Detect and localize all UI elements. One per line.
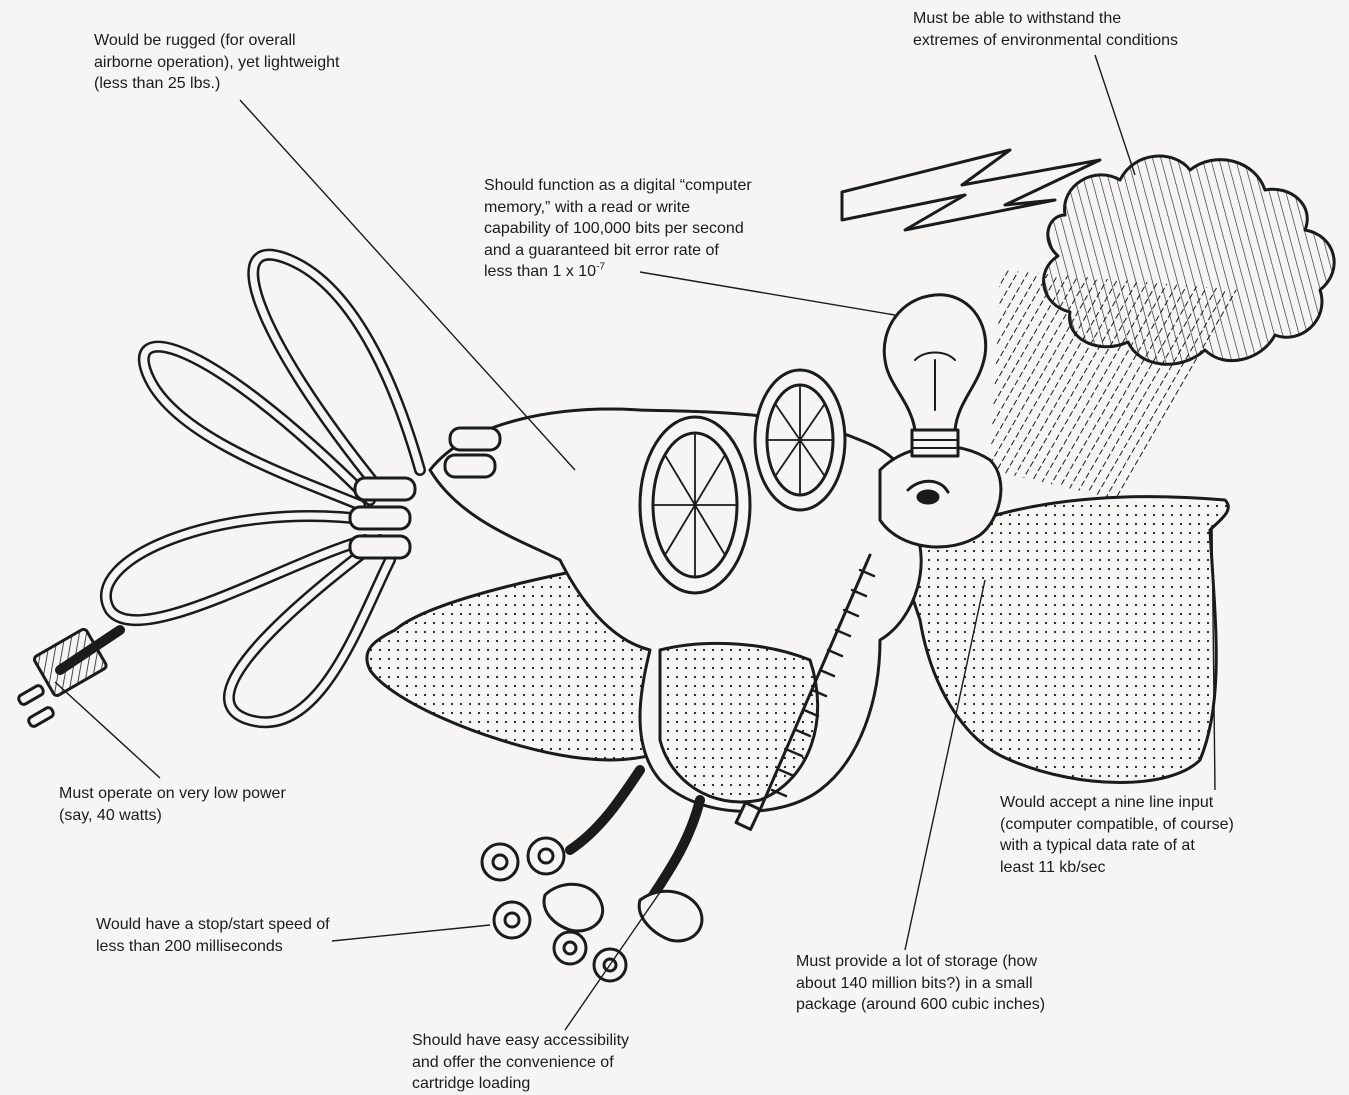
annotation-line: and a guaranteed bit error rate of [484, 240, 752, 262]
annotation-line: Would be rugged (for overall [94, 30, 339, 52]
annotation-line: least 11 kb/sec [1000, 857, 1234, 879]
annotation-line: Would have a stop/start speed of [96, 914, 330, 936]
annotation-weight: Would be rugged (for overall airborne op… [94, 30, 339, 95]
annotation-speed: Would have a stop/start speed of less th… [96, 914, 330, 957]
annotation-access: Should have easy accessibility and offer… [412, 1030, 629, 1095]
annotation-storage: Must provide a lot of storage (how about… [796, 951, 1045, 1016]
annotation-line: extremes of environmental conditions [913, 30, 1178, 52]
annotation-line: Should have easy accessibility [412, 1030, 629, 1052]
annotation-line: (computer compatible, of course) [1000, 814, 1234, 836]
annotation-environment: Must be able to withstand the extremes o… [913, 8, 1178, 51]
error-rate-exponent: -7 [596, 262, 605, 273]
annotation-line: Must operate on very low power [59, 783, 286, 805]
annotation-memory: Should function as a digital “computer m… [484, 175, 752, 283]
annotation-line: less than 200 milliseconds [96, 936, 330, 958]
annotation-line: Would accept a nine line input [1000, 792, 1234, 814]
annotation-line: Should function as a digital “computer [484, 175, 752, 197]
annotation-line: about 140 million bits?) in a small [796, 973, 1045, 995]
annotation-line: cartridge loading [412, 1073, 629, 1095]
annotation-line: with a typical data rate of at [1000, 835, 1234, 857]
annotation-power: Must operate on very low power (say, 40 … [59, 783, 286, 826]
annotation-line: and offer the convenience of [412, 1052, 629, 1074]
annotation-line: Must be able to withstand the [913, 8, 1178, 30]
annotation-line: capability of 100,000 bits per second [484, 218, 752, 240]
light-bulb-icon [884, 295, 985, 456]
creature-feet [482, 838, 702, 981]
annotation-line: (say, 40 watts) [59, 805, 286, 827]
annotation-line: (less than 25 lbs.) [94, 73, 339, 95]
leader-power [55, 682, 160, 778]
annotation-line-last: less than 1 x 10-7 [484, 261, 752, 283]
leader-environment [1095, 55, 1135, 175]
error-rate-prefix: less than 1 x 10 [484, 263, 596, 280]
leader-speed [332, 925, 490, 941]
power-plug-icon [17, 628, 120, 728]
annotation-line: memory,” with a read or write [484, 197, 752, 219]
annotation-line: airborne operation), yet lightweight [94, 52, 339, 74]
storm-cloud-icon [1044, 156, 1335, 364]
creature-head [880, 446, 1001, 547]
annotation-input: Would accept a nine line input (computer… [1000, 792, 1234, 878]
annotation-line: Must provide a lot of storage (how [796, 951, 1045, 973]
annotation-line: package (around 600 cubic inches) [796, 994, 1045, 1016]
